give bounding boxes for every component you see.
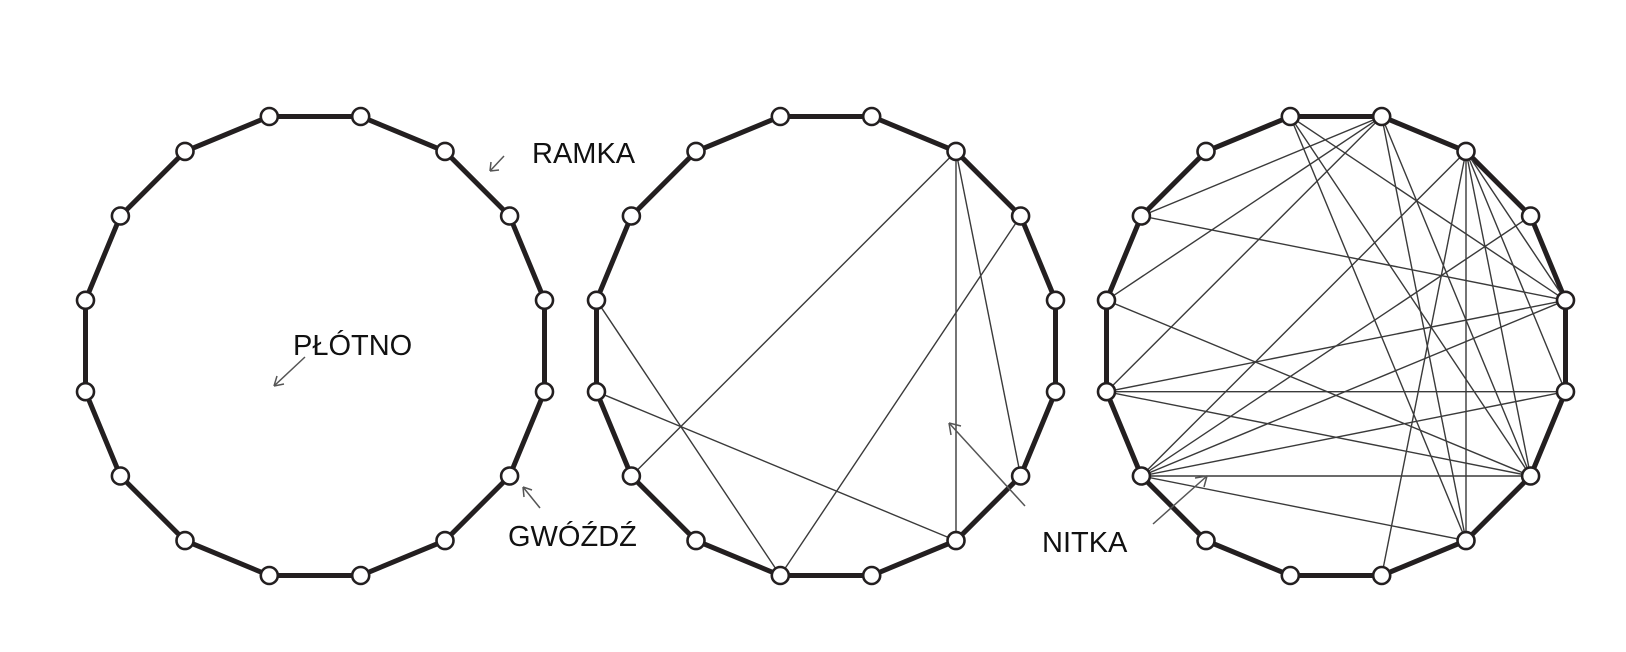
nail-circle [1196, 141, 1216, 162]
canvas-pointer-arrow [273, 356, 306, 387]
thread-line [1141, 299, 1566, 477]
thread-line [779, 215, 1022, 576]
frame-label: RAMKA [532, 138, 636, 170]
nail-pointer-arrow [522, 486, 541, 509]
thread-pointer-arrowhead-left [948, 422, 962, 436]
nail-circle [435, 530, 455, 551]
thread-pointer-arrowhead-right [1194, 475, 1208, 488]
thread-line [1141, 475, 1467, 542]
nail-circle [259, 565, 280, 586]
nail-circle [259, 106, 280, 127]
nail-circle [946, 141, 966, 162]
thread-line [1140, 150, 1467, 477]
nail-circle [1371, 565, 1392, 586]
canvas-pointer-arrowhead [273, 375, 285, 387]
nail-circle [1520, 206, 1541, 226]
nail-circle [1096, 381, 1117, 402]
nail-circle [534, 381, 555, 402]
nail-circle [1045, 290, 1066, 311]
nail-circle [1555, 381, 1576, 402]
nail-circle [861, 106, 882, 127]
thread-line [1141, 215, 1566, 301]
panel-empty-frame [75, 106, 555, 586]
thread-line [1289, 116, 1467, 541]
nail-circle [1010, 466, 1031, 486]
nail-circle [946, 530, 966, 551]
nail-circle [686, 530, 706, 551]
nail-circle [1280, 106, 1301, 127]
nail-circle [686, 141, 706, 162]
nail-circle [75, 381, 96, 402]
nail-circle [175, 530, 195, 551]
nail-circle [621, 206, 642, 226]
thread-line [630, 150, 957, 477]
nail-pointer-arrowhead [522, 486, 533, 498]
thread-line [596, 391, 957, 542]
nail-circle [435, 141, 455, 162]
nail-circle [1280, 565, 1301, 586]
nail-circle [1371, 106, 1392, 127]
thread-pointer-arrow-right [1152, 475, 1208, 525]
nail-label: GWÓŹDŹ [508, 520, 637, 553]
annotations: RAMKA PŁÓTNO GWÓŹDŹ NITKA [273, 138, 1208, 559]
canvas-label: PŁÓTNO [293, 329, 412, 362]
thread-line [1381, 116, 1532, 477]
nail-circle [1010, 206, 1031, 226]
frame-pointer-arrow [489, 155, 505, 172]
nail-circle [1456, 530, 1476, 551]
thread-line [1106, 116, 1383, 393]
nail-circle [770, 106, 791, 127]
nail-circle [1196, 530, 1216, 551]
diagram-panels [75, 106, 1576, 586]
nail-circle [110, 466, 131, 486]
nail-circle [175, 141, 195, 162]
nail-circle [1520, 466, 1541, 486]
nail-circle [499, 206, 520, 226]
frame-pointer-arrowhead [489, 161, 500, 172]
thread-line [1106, 115, 1383, 301]
thread-line [1141, 391, 1566, 477]
thread-line [1106, 391, 1531, 477]
nail-circle [621, 466, 642, 486]
thread-line [955, 151, 1022, 477]
panel-many-threads [1096, 106, 1576, 586]
nail-circle [1131, 466, 1152, 486]
thread-line [1141, 115, 1382, 217]
nail-circle [110, 206, 131, 226]
nail-circle [350, 565, 371, 586]
thread-line [1381, 151, 1467, 576]
nail-circle [75, 290, 96, 311]
nail-circle [1131, 206, 1152, 226]
nail-circle [1456, 141, 1476, 162]
nail-circle [1555, 290, 1576, 311]
nail-circle [534, 290, 555, 311]
nail-circle [861, 565, 882, 586]
nail-circle [1045, 381, 1066, 402]
thread-line [1465, 151, 1567, 392]
nail-circle [499, 466, 520, 486]
nail-circle [350, 106, 371, 127]
nail-circle [586, 290, 607, 311]
nail-circle [1096, 290, 1117, 311]
thread-label: NITKA [1042, 527, 1128, 559]
nail-circle [770, 565, 791, 586]
nail-circle [586, 381, 607, 402]
thread-line [1141, 215, 1531, 477]
thread-pointer-arrow-left [948, 422, 1026, 507]
panel-few-threads [586, 106, 1066, 586]
thread-line [1106, 299, 1531, 477]
thread-line [595, 299, 781, 576]
